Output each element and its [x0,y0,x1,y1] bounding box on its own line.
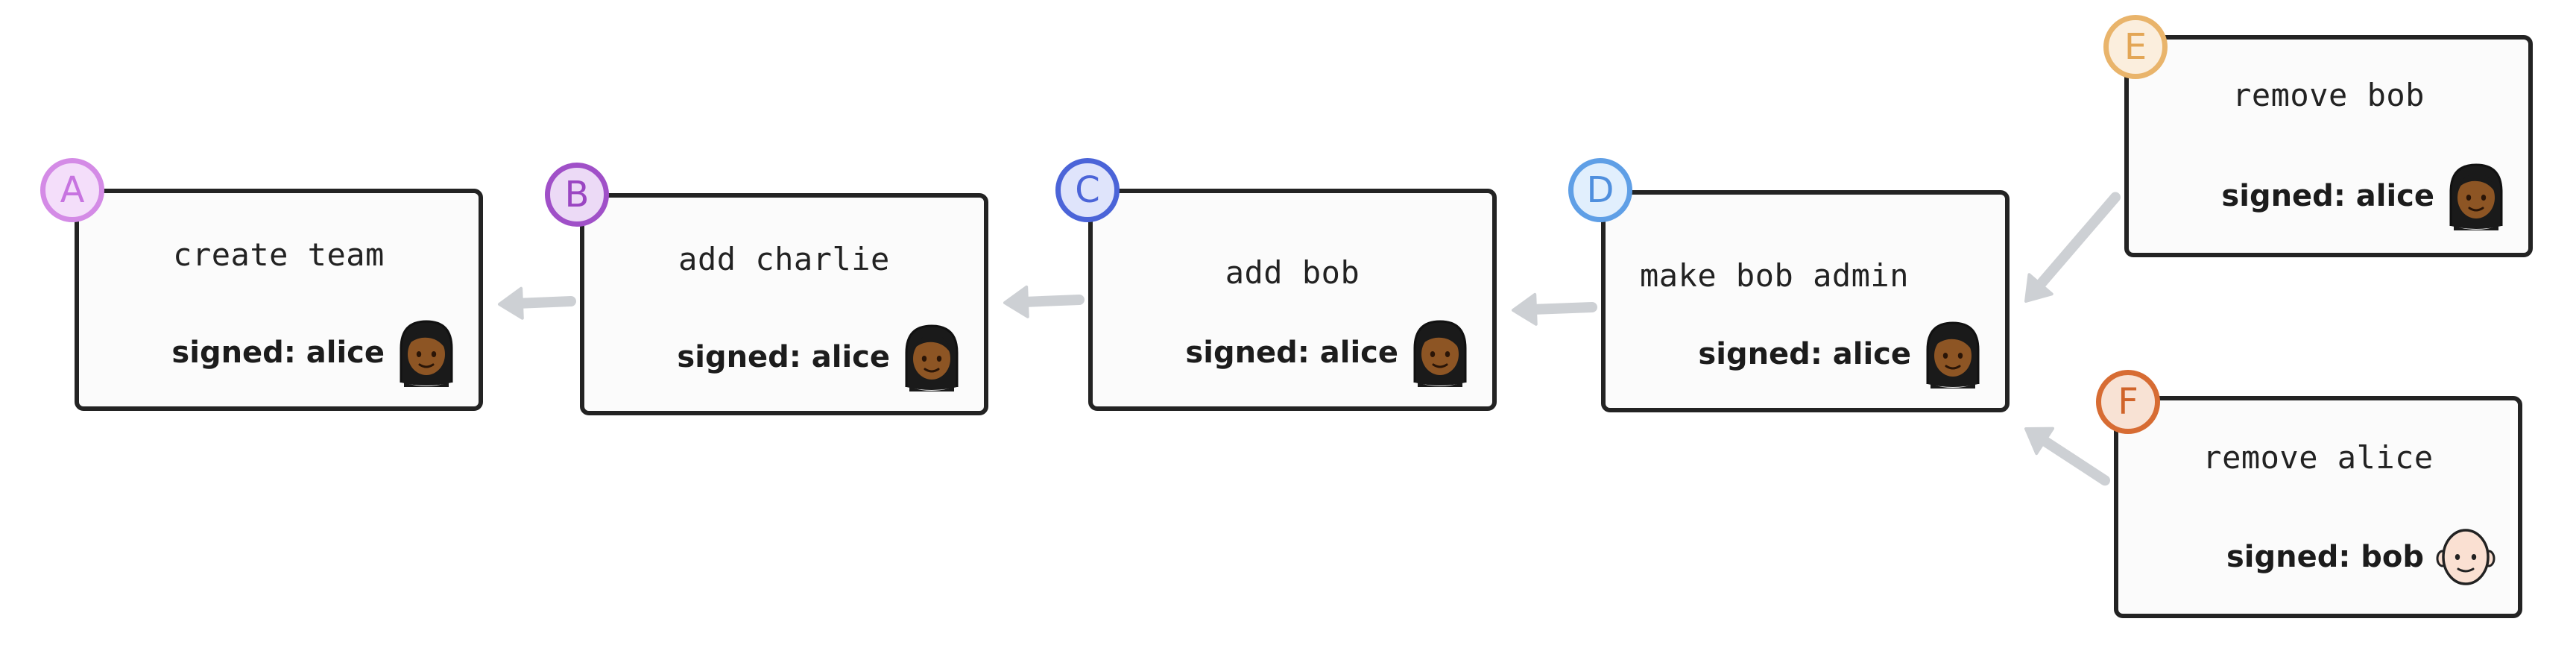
edge-e-to-d [2024,192,2121,303]
node-title: remove alice [2203,439,2434,476]
badge-letter: C [1075,169,1100,211]
edge-b-to-a [498,286,576,320]
node-card-c: add bob signed: alice [1088,189,1497,411]
node-card-f: remove alice signed: bob [2114,396,2522,618]
bald-man-avatar-icon [2436,529,2496,585]
signed-label: signed: alice [2221,179,2434,213]
badge-letter: B [564,174,590,216]
node-card-e: remove bob signed: alice [2124,35,2533,257]
signed-label: signed: bob [2226,540,2424,574]
node-title: add charlie [678,241,890,277]
woman-avatar-icon [1413,320,1467,387]
edge-line [1527,302,1597,315]
woman-avatar-icon [905,324,959,391]
signed-label: signed: alice [677,340,890,374]
arrowhead [498,286,524,320]
arrowhead [1512,292,1538,326]
badge-letter: E [2124,26,2147,68]
edge-c-to-b [1003,285,1085,318]
node-title: make bob admin [1640,257,1910,294]
signed-label: signed: alice [171,336,385,370]
node-signature: signed: alice [677,323,963,391]
woman-avatar-icon [1409,318,1471,387]
woman-avatar-icon [1922,320,1984,389]
edge-line [513,296,576,309]
node-signature: signed: alice [171,318,458,387]
badge-letter: D [1586,169,1614,211]
node-title: add bob [1225,254,1360,291]
node-signature: signed: alice [2221,162,2507,230]
badge-letter: F [2118,381,2138,423]
woman-avatar-icon [1926,321,1980,389]
node-badge-a: A [40,158,104,222]
edge-line [2033,192,2121,292]
node-card-d: make bob admin signed: alice [1601,190,2010,412]
edge-d-to-c [1512,292,1597,326]
node-signature: signed: alice [1698,320,1984,389]
node-card-b: add charlie signed: alice [580,193,988,415]
badge-letter: A [60,169,85,211]
edge-line [2036,434,2110,486]
node-title: remove bob [2232,77,2425,113]
node-badge-c: C [1055,158,1120,222]
node-badge-f: F [2096,370,2160,434]
signed-label: signed: alice [1185,336,1398,370]
woman-avatar-icon [400,320,453,387]
woman-avatar-icon [900,323,963,391]
arrowhead [2024,427,2055,456]
arrowhead [1003,285,1029,318]
edge-f-to-d [2024,427,2110,486]
node-badge-d: D [1568,158,1632,222]
signed-label: signed: alice [1698,337,1911,371]
bald-man-avatar-icon [2434,523,2497,591]
arrowhead [2024,273,2053,303]
node-title: create team [173,236,385,273]
edge-line [1018,295,1085,307]
node-badge-e: E [2103,15,2168,79]
node-signature: signed: bob [2226,523,2497,591]
woman-avatar-icon [2449,163,2503,230]
woman-avatar-icon [395,318,458,387]
node-badge-b: B [545,163,609,227]
woman-avatar-icon [2445,162,2507,230]
node-card-a: create team signed: alice [75,189,483,411]
node-signature: signed: alice [1185,318,1471,387]
